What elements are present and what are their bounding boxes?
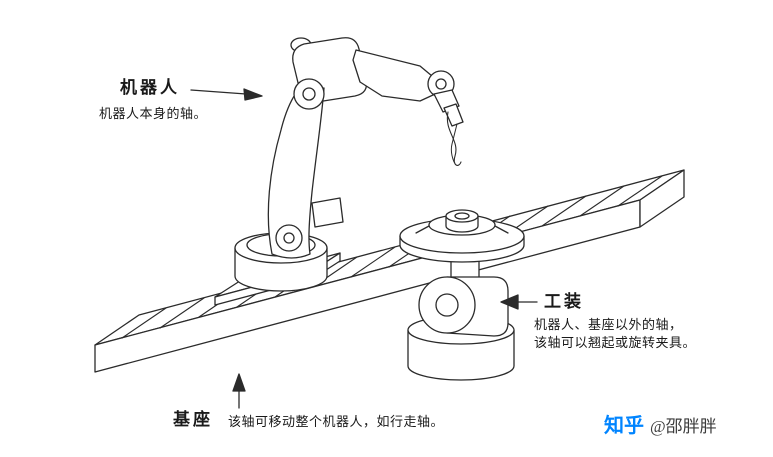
robot-forearm xyxy=(352,49,434,102)
positioner-body xyxy=(418,276,509,337)
tooling-arrow-icon xyxy=(500,294,538,310)
positioner-hub xyxy=(445,209,479,233)
tooling-label: 工装 xyxy=(544,292,584,311)
robot-torch xyxy=(433,89,464,163)
robot-wrist xyxy=(427,70,455,98)
base-label: 基座 xyxy=(173,410,213,429)
robot-torch-cable xyxy=(446,111,462,166)
watermark-author: @邵胖胖 xyxy=(650,417,717,436)
watermark: 知乎 @邵胖胖 xyxy=(604,416,717,436)
base-sublabel: 该轴可移动整个机器人，如行走轴。 xyxy=(228,414,445,429)
tooling-sublabel-1: 机器人、基座以外的轴， xyxy=(534,317,683,332)
robot-weld-wire xyxy=(450,123,458,163)
robot-lower-arm xyxy=(267,87,325,259)
robot-arm-illustration xyxy=(214,37,464,306)
robot-arrow-icon xyxy=(190,88,263,101)
robot-label: 机器人 xyxy=(120,78,180,97)
tooling-sublabel-2: 该轴可以翘起或旋转夹具。 xyxy=(534,335,697,350)
robot-elbow-joint-boss xyxy=(275,224,303,252)
robot-sublabel: 机器人本身的轴。 xyxy=(99,106,208,121)
rail-end-face xyxy=(639,169,685,228)
tooling-positioner-illustration xyxy=(399,209,525,381)
base-arrow-icon xyxy=(232,373,246,409)
robot-axis-motor-box xyxy=(311,197,344,228)
robot-shoulder-joint-boss xyxy=(293,78,325,110)
zhihu-logo-text: 知乎 xyxy=(604,415,644,437)
